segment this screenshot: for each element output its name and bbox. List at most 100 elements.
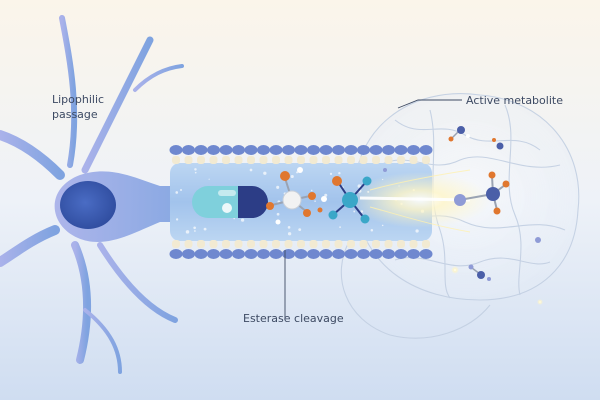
speckle bbox=[314, 200, 316, 202]
membrane-tail bbox=[422, 156, 430, 164]
speckle bbox=[203, 227, 207, 231]
neuron-nucleus bbox=[60, 181, 116, 229]
membrane-head bbox=[307, 145, 320, 155]
membrane-tail bbox=[384, 156, 393, 164]
label-lipophilic-passage: Lipophilic passage bbox=[52, 92, 142, 122]
membrane-tail bbox=[259, 156, 268, 164]
membrane-tail bbox=[422, 240, 430, 248]
membrane-head bbox=[219, 145, 233, 155]
membrane-tail bbox=[334, 240, 343, 248]
membrane-head bbox=[232, 249, 245, 259]
speckle bbox=[287, 226, 291, 229]
membrane-head bbox=[357, 249, 370, 259]
membrane-head bbox=[319, 249, 333, 259]
membrane-head bbox=[344, 249, 358, 259]
speckle bbox=[290, 174, 294, 179]
membrane-tail bbox=[309, 156, 318, 164]
membrane-head bbox=[182, 249, 195, 259]
membrane-bottom bbox=[169, 240, 433, 259]
speckle bbox=[415, 229, 419, 233]
speckle bbox=[276, 185, 280, 189]
membrane-tail bbox=[284, 240, 293, 248]
membrane-head bbox=[357, 145, 370, 155]
membrane-head bbox=[382, 145, 395, 155]
speckle bbox=[193, 226, 196, 230]
floating-molecules bbox=[383, 126, 541, 281]
membrane-tail bbox=[409, 240, 418, 248]
membrane-head bbox=[307, 249, 320, 259]
speckle bbox=[233, 217, 235, 220]
membrane-head bbox=[244, 145, 258, 155]
membrane-tail bbox=[222, 156, 230, 164]
membrane-head bbox=[169, 145, 183, 155]
speckle bbox=[353, 210, 356, 213]
membrane-head bbox=[394, 249, 408, 259]
membrane-tail bbox=[297, 240, 305, 248]
membrane-head bbox=[369, 145, 383, 155]
speckle bbox=[185, 230, 190, 234]
active-metabolite-molecule bbox=[454, 171, 510, 215]
label-active-metabolite: Active metabolite bbox=[466, 94, 563, 107]
membrane-head bbox=[282, 249, 295, 259]
membrane-head bbox=[332, 145, 345, 155]
membrane-tail bbox=[397, 156, 405, 164]
membrane-tail bbox=[259, 240, 268, 248]
membrane-head bbox=[294, 249, 308, 259]
membrane-tail bbox=[309, 240, 318, 248]
membrane-head bbox=[269, 145, 283, 155]
cleaved-molecule bbox=[266, 167, 323, 225]
membrane-head bbox=[282, 145, 295, 155]
membrane-tail bbox=[372, 156, 380, 164]
label-lipophilic-line2: passage bbox=[52, 108, 98, 121]
membrane-tail bbox=[209, 156, 218, 164]
membrane-head bbox=[319, 145, 333, 155]
speckle bbox=[194, 168, 197, 171]
speckle bbox=[329, 172, 333, 175]
neuron-cell bbox=[0, 15, 195, 374]
membrane-tail bbox=[172, 240, 180, 248]
speckle bbox=[240, 218, 245, 222]
speckle bbox=[194, 171, 197, 174]
membrane-head bbox=[294, 145, 308, 155]
membrane-head bbox=[394, 145, 408, 155]
label-esterase-cleavage: Esterase cleavage bbox=[243, 312, 344, 325]
membrane-tail bbox=[172, 156, 180, 164]
membrane-head bbox=[419, 249, 433, 259]
membrane-tail bbox=[272, 156, 280, 164]
speckle bbox=[263, 171, 267, 175]
membrane-tail bbox=[347, 240, 355, 248]
membrane-tail bbox=[359, 156, 368, 164]
speckle bbox=[276, 212, 280, 216]
membrane-head bbox=[194, 145, 208, 155]
membrane-tail bbox=[384, 240, 393, 248]
label-lipophilic-line1: Lipophilic bbox=[52, 93, 105, 106]
leader-active-metabolite bbox=[397, 99, 462, 109]
membrane-head bbox=[369, 249, 383, 259]
membrane-head bbox=[269, 249, 283, 259]
membrane-tail bbox=[222, 240, 230, 248]
membrane-head bbox=[182, 145, 195, 155]
membrane-head bbox=[407, 249, 420, 259]
membrane-head bbox=[344, 145, 358, 155]
membrane-tail bbox=[247, 240, 255, 248]
membrane-tail bbox=[347, 156, 355, 164]
membrane-tail bbox=[334, 156, 343, 164]
membrane-tail bbox=[247, 156, 255, 164]
membrane-head bbox=[232, 145, 245, 155]
membrane-tail bbox=[184, 156, 193, 164]
speckle bbox=[179, 188, 183, 192]
membrane-tail bbox=[234, 240, 243, 248]
membrane-tail bbox=[209, 240, 218, 248]
membrane-tail bbox=[397, 240, 405, 248]
membrane-head bbox=[219, 249, 233, 259]
membrane-head bbox=[207, 249, 220, 259]
speckle bbox=[194, 230, 196, 232]
speckle bbox=[324, 193, 328, 197]
membrane-tail bbox=[297, 156, 305, 164]
membrane-head bbox=[207, 145, 220, 155]
speckle bbox=[310, 189, 313, 192]
capsule-prodrug bbox=[192, 186, 268, 218]
membrane-tail bbox=[184, 240, 193, 248]
speckle bbox=[287, 232, 292, 236]
